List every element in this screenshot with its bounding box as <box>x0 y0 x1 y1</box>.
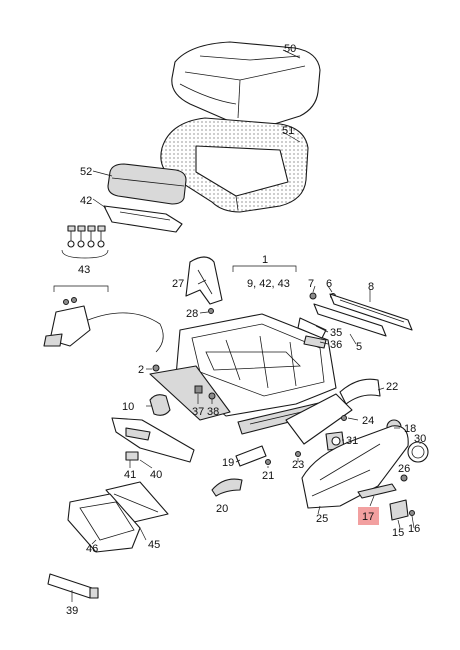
callout-41: 41 <box>124 469 136 481</box>
callout-42: 42 <box>80 195 92 207</box>
callout-21: 21 <box>262 470 274 482</box>
part-40-cover <box>111 417 195 463</box>
callout-39: 39 <box>66 605 78 617</box>
part-37-clip <box>194 385 203 394</box>
callout-37: 37 <box>192 406 204 418</box>
part-15-motor <box>389 499 409 521</box>
part-2-screw <box>152 364 160 372</box>
part-19-bracket <box>235 445 267 467</box>
callout-43: 43 <box>78 264 90 276</box>
part-21-screw <box>265 459 271 465</box>
callout-36: 36 <box>330 339 342 351</box>
leader-lines <box>71 49 421 602</box>
part-36-bracket <box>303 335 327 349</box>
part-35-bracket <box>297 317 327 339</box>
part-8-rail <box>329 293 413 331</box>
part-38-clip <box>208 392 216 400</box>
part-5-rail <box>313 303 387 337</box>
part-27-bracket <box>185 256 223 305</box>
callout-17: 17 <box>362 511 374 523</box>
callout-6: 6 <box>326 278 332 290</box>
callout-labels: 50 51 52 42 43 1 9, 42, 43 27 28 7 6 8 3… <box>66 43 426 617</box>
callout-5: 5 <box>356 341 362 353</box>
part-25-side-panel <box>301 425 409 509</box>
callout-24: 24 <box>362 415 374 427</box>
callout-7: 7 <box>308 278 314 290</box>
part-24-arm <box>285 393 353 445</box>
callout-9-42-43: 9, 42, 43 <box>247 278 290 290</box>
callout-45: 45 <box>148 539 160 551</box>
part-51-cushion <box>160 117 309 213</box>
callout-18: 18 <box>404 423 416 435</box>
callout-46: 46 <box>86 543 98 555</box>
callout-15: 15 <box>392 527 404 539</box>
callout-16: 16 <box>408 523 420 535</box>
part-23-screw <box>295 451 301 457</box>
part-17-trim <box>357 483 397 499</box>
callout-8: 8 <box>368 281 374 293</box>
part-10-knob <box>149 394 171 416</box>
callout-31: 31 <box>346 435 358 447</box>
leader-1 <box>232 265 297 272</box>
callout-35: 35 <box>330 327 342 339</box>
part-46-storage <box>67 493 141 553</box>
part-16-screw <box>409 510 415 516</box>
part-22-lever <box>339 378 381 405</box>
callout-10: 10 <box>122 401 134 413</box>
callout-19: 19 <box>222 457 234 469</box>
part-50-seat-cover <box>171 41 321 129</box>
part-42-bracket <box>103 205 183 233</box>
callout-20: 20 <box>216 503 228 515</box>
part-7-screw <box>309 292 317 300</box>
part-17-highlight <box>358 507 379 525</box>
callout-22: 22 <box>386 381 398 393</box>
callout-28: 28 <box>186 308 198 320</box>
part-52-pad <box>107 163 187 205</box>
callout-26: 26 <box>398 463 410 475</box>
callout-51: 51 <box>282 125 294 137</box>
callout-27: 27 <box>172 278 184 290</box>
part-39-tube <box>47 573 99 599</box>
part-43-clips <box>61 225 109 259</box>
part-28-screw <box>208 308 214 314</box>
part-harness-assembly <box>43 285 164 353</box>
part-26-clip <box>400 474 408 482</box>
callout-25: 25 <box>316 513 328 525</box>
callout-38: 38 <box>207 406 219 418</box>
part-30-knob <box>407 441 429 463</box>
part-31-motor <box>325 431 345 451</box>
callout-40: 40 <box>150 469 162 481</box>
callout-30: 30 <box>414 433 426 445</box>
callout-52: 52 <box>80 166 92 178</box>
callout-1: 1 <box>262 254 268 266</box>
callout-23: 23 <box>292 459 304 471</box>
part-20-handle <box>211 478 243 497</box>
callout-2: 2 <box>138 364 144 376</box>
part-41-clip <box>125 451 139 461</box>
callout-50: 50 <box>284 43 296 55</box>
